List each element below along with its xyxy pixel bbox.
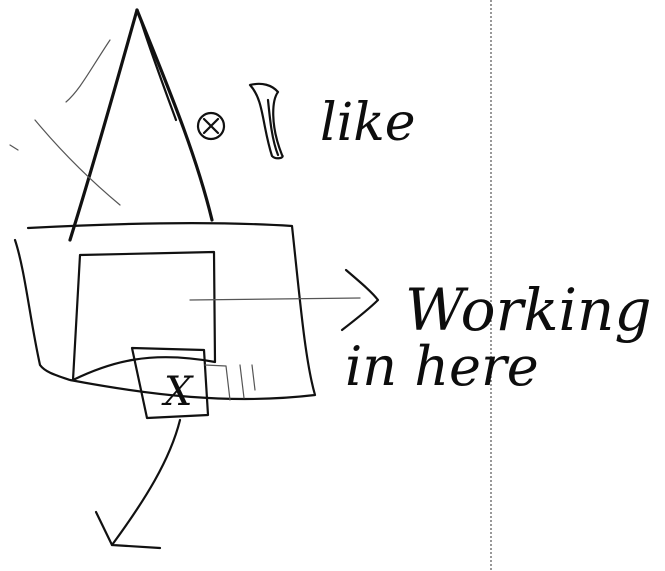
cone-shape (10, 10, 212, 240)
circle-x-icon (198, 113, 224, 139)
bulb-sketch-icon (250, 84, 283, 158)
like-note: like (320, 93, 416, 153)
callout-text-line2: in here (345, 335, 539, 398)
bottom-curved-arrow (96, 420, 180, 548)
callout-arrow (190, 270, 378, 330)
x-box-mark: X (161, 369, 194, 415)
callout-text-line1: Working (405, 276, 652, 344)
inner-screen-rect (73, 252, 215, 380)
